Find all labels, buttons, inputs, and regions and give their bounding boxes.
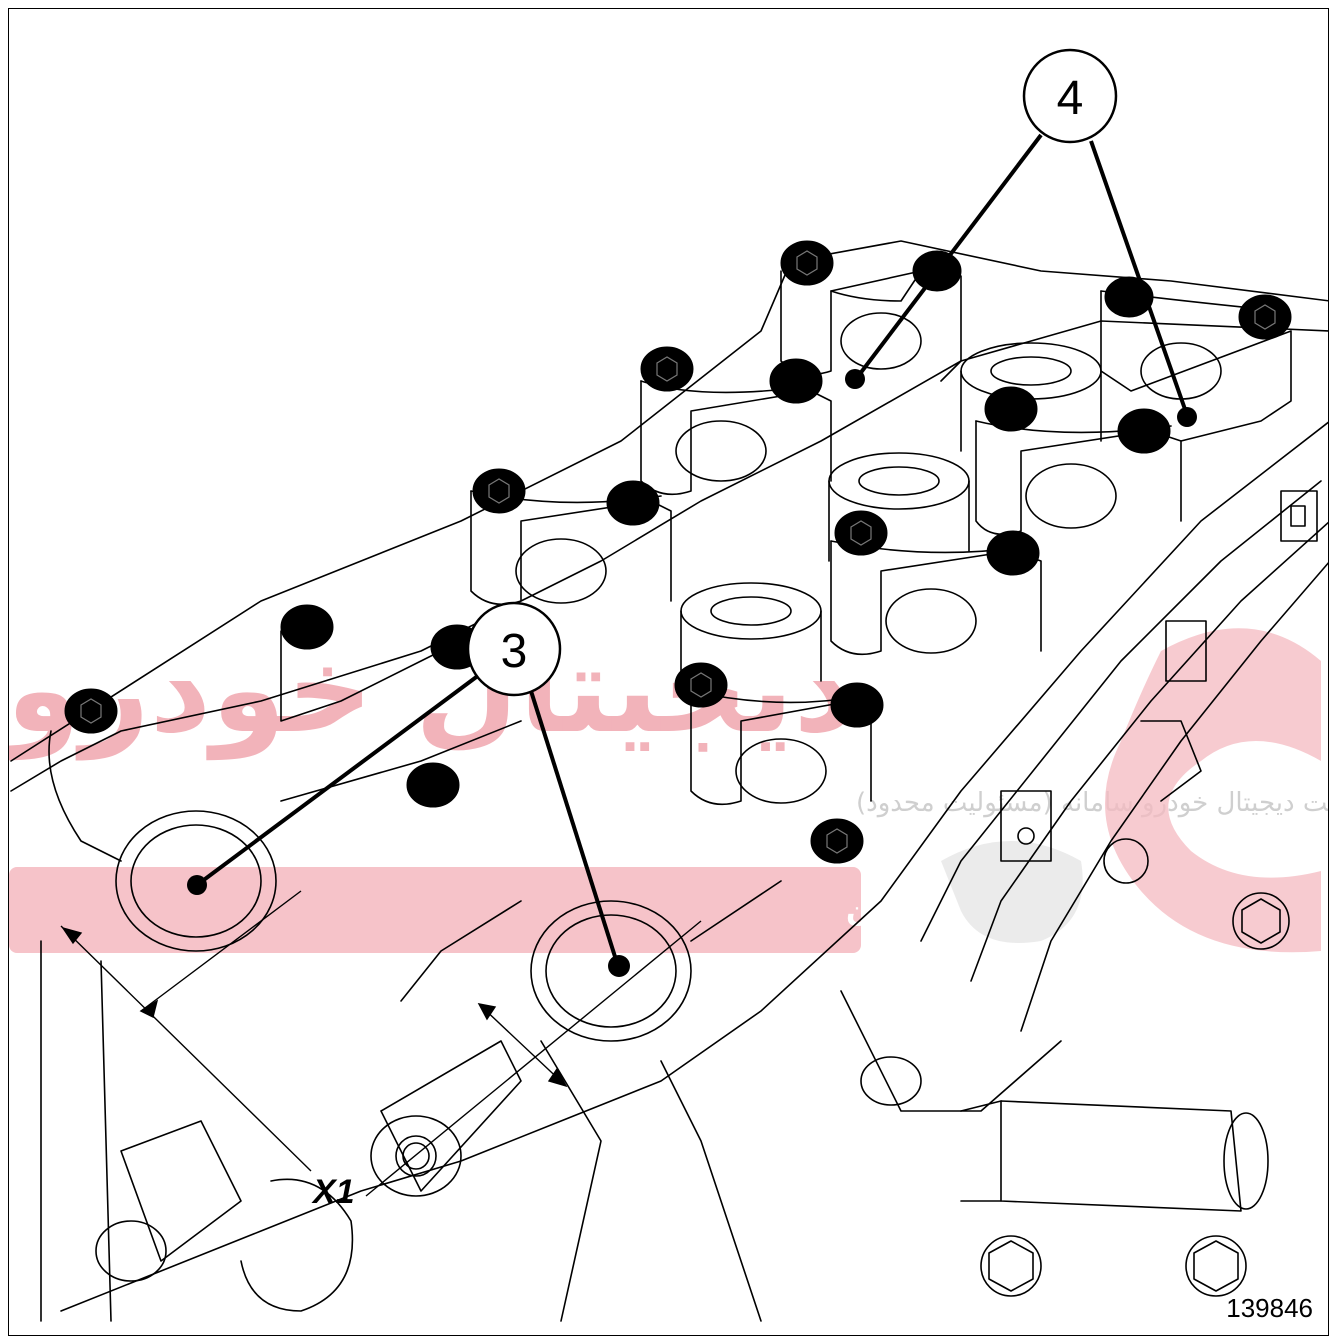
bolt-9	[472, 468, 526, 514]
bolt-13	[280, 604, 334, 650]
threaded-boss	[371, 1041, 521, 1196]
bolt-6	[769, 358, 823, 404]
callout-3-dot-right	[608, 955, 630, 977]
head-rail-2	[971, 521, 1329, 981]
watermark-logo-mark	[1105, 628, 1321, 953]
lower-structure	[96, 991, 1061, 1321]
head-side-edge	[61, 421, 1329, 1311]
callout-3-dot-left	[187, 875, 207, 895]
dimension-label-x1: X1	[311, 1173, 355, 1211]
bolt-17	[64, 688, 118, 734]
callout-3-leader-left	[195, 673, 481, 887]
callout-3-label: 3	[501, 625, 528, 678]
vvt-solenoid	[961, 1101, 1268, 1211]
cam-end-housing-left	[41, 721, 521, 1321]
dimension-arrow-4	[547, 1067, 568, 1088]
callout-4-dot-left	[845, 369, 865, 389]
callout-4: 4	[845, 48, 1197, 427]
bolt-4	[1238, 294, 1292, 340]
callout-4-leader-right	[1089, 140, 1189, 416]
bolt-7	[984, 386, 1038, 432]
cylinder-head-drawing	[11, 241, 1329, 1321]
dimension-arrow-1	[61, 926, 83, 945]
head-rail-3	[1021, 561, 1329, 1031]
watermark-logo-mark-2	[941, 841, 1083, 943]
watermark-band	[9, 867, 861, 953]
head-rail-1	[921, 481, 1321, 941]
callout-3-leader-right	[529, 690, 619, 964]
sensor-connectors	[1001, 491, 1317, 883]
callout-4-dot-right	[1177, 407, 1197, 427]
figure-reference-number: 139846	[1226, 1293, 1313, 1323]
bolt-8	[1117, 408, 1171, 454]
bolt-lower-1	[981, 1236, 1041, 1296]
engine-cylinder-head-diagram: دیجیتال خودرو شرکت دیجیتال خودرو سامانه …	[9, 48, 1329, 1323]
callout-3: 3	[187, 601, 630, 977]
bolt-11	[834, 510, 888, 556]
bolt-15	[674, 662, 728, 708]
bolt-1	[780, 240, 834, 286]
head-outline	[11, 241, 1329, 791]
dimension-x1	[60, 890, 702, 1197]
dimension-line-2	[140, 890, 302, 1012]
bolt-10	[606, 480, 660, 526]
bolts	[64, 240, 1292, 864]
bolt-lower-2	[1186, 1236, 1246, 1296]
bolt-side	[1233, 893, 1289, 949]
plug-tube-2	[829, 453, 969, 561]
dimension-line-1	[60, 925, 312, 1172]
bolt-16	[830, 682, 884, 728]
bolt-12	[986, 530, 1040, 576]
dimension-arrow-3	[477, 1003, 497, 1021]
callout-4-label: 4	[1057, 72, 1084, 125]
dimension-line-3	[480, 1005, 567, 1087]
bolt-19	[810, 818, 864, 864]
watermark: دیجیتال خودرو شرکت دیجیتال خودرو سامانه …	[9, 621, 1329, 953]
cam-end-housing-right	[401, 881, 781, 1041]
diagram-frame: دیجیتال خودرو شرکت دیجیتال خودرو سامانه …	[8, 8, 1329, 1336]
callout-4-leader-left	[854, 133, 1043, 381]
watermark-line-2: شرکت دیجیتال خودرو سامانه (مسئولیت محدود…	[856, 788, 1329, 818]
bolt-5	[640, 346, 694, 392]
dimension-arrow-2	[139, 999, 159, 1019]
bolt-hex-highlights	[80, 250, 1276, 854]
callout-4-circle	[1022, 48, 1118, 144]
bolt-18	[406, 762, 460, 808]
callout-3-circle	[466, 601, 562, 697]
dimension-line-4	[365, 920, 702, 1197]
